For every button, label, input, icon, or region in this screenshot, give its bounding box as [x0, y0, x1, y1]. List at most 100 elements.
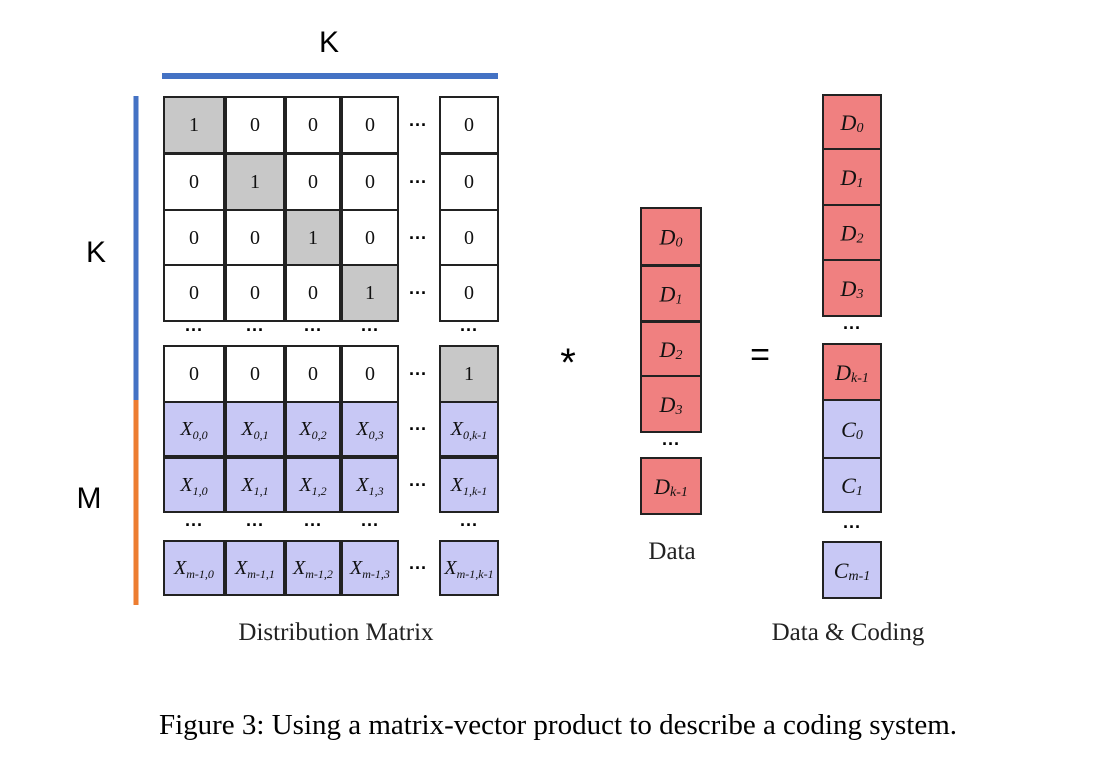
- coding-cell-symbol: Xm-1,3: [349, 557, 390, 581]
- result-data-cell: [822, 94, 882, 150]
- matrix-cell-value: 1: [308, 227, 318, 249]
- matrix-cell-value: 0: [464, 114, 474, 136]
- result-data-cell-symbol: D0: [840, 110, 864, 136]
- matrix-cell: [225, 209, 285, 267]
- data-cell-symbol: D0: [659, 224, 683, 250]
- coding-cell-symbol: Xm-1,0: [173, 557, 214, 581]
- matrix-cell-value: 0: [189, 363, 199, 385]
- coding-cell: [225, 401, 285, 457]
- coding-cell-symbol: X0,1: [240, 418, 268, 442]
- matrix-cell: [225, 264, 285, 322]
- column-ellipsis: ···: [185, 515, 203, 535]
- matrix-cell: [163, 345, 225, 403]
- data-cell: [640, 457, 702, 515]
- data-cell: [640, 207, 702, 266]
- matrix-cell: [225, 96, 285, 154]
- coding-cell: [439, 540, 499, 596]
- matrix-cell-value: 0: [250, 282, 260, 304]
- coding-caption: Data & Coding: [772, 619, 925, 646]
- matrix-cell-value: 0: [250, 363, 260, 385]
- coding-cell-symbol: X1,2: [298, 474, 326, 498]
- coding-cell: [341, 401, 399, 457]
- k-side-label: K: [86, 236, 106, 269]
- matrix-cell-value: 0: [464, 282, 474, 304]
- result-coding-cell: [822, 457, 882, 513]
- coding-cell-symbol: X1,1: [240, 474, 268, 498]
- coding-cell: [285, 401, 341, 457]
- matrix-cell-value: 0: [189, 227, 199, 249]
- figure-caption: Figure 3: Using a matrix-vector product …: [159, 709, 957, 741]
- row-ellipsis: ···: [409, 364, 427, 384]
- row-ellipsis: ···: [409, 419, 427, 439]
- coding-cell: [341, 540, 399, 596]
- matrix-cell-value: 0: [308, 114, 318, 136]
- coding-cell: [439, 401, 499, 457]
- matrix-cell: [439, 153, 499, 211]
- data-cell-symbol: D1: [659, 281, 683, 307]
- coding-cell: [163, 540, 225, 596]
- matrix-cell: [341, 153, 399, 211]
- row-ellipsis: ···: [409, 228, 427, 248]
- coding-cell: [163, 401, 225, 457]
- matrix-cell-value: 0: [464, 227, 474, 249]
- coding-cell: [285, 457, 341, 513]
- column-ellipsis: ···: [460, 320, 478, 340]
- matrix-cell-value: 0: [308, 282, 318, 304]
- result-data-cell: [822, 259, 882, 317]
- matrix-cell-value: 0: [365, 363, 375, 385]
- matrix-cell-value: 1: [189, 114, 199, 136]
- matrix-cell: [341, 264, 399, 322]
- matrix-cell: [163, 96, 225, 154]
- data-cell: [640, 375, 702, 433]
- matrix-cell-value: 0: [365, 171, 375, 193]
- data-cell-symbol: D2: [659, 337, 683, 363]
- equals-operator: =: [750, 336, 770, 374]
- matrix-cell-value: 1: [365, 282, 375, 304]
- result-data-cell: [822, 204, 882, 261]
- k-top-label: K: [319, 26, 339, 59]
- result-vector-ellipsis: ···: [843, 318, 861, 338]
- matrix-cell-value: 0: [189, 282, 199, 304]
- coding-cell-symbol: Xm-1,k-1: [443, 557, 493, 581]
- column-ellipsis: ···: [460, 515, 478, 535]
- matrix-cell: [163, 264, 225, 322]
- result-data-cell-symbol: Dk-1: [834, 360, 869, 386]
- result-data-cell-symbol: D3: [840, 276, 864, 302]
- column-ellipsis: ···: [361, 320, 379, 340]
- row-ellipsis: ···: [409, 283, 427, 303]
- result-vector-ellipsis: ···: [843, 517, 861, 537]
- data-vector-ellipsis: ···: [662, 434, 680, 454]
- matrix-cell: [285, 153, 341, 211]
- coding-cell-symbol: Xm-1,1: [234, 557, 275, 581]
- matrix-cell: [285, 345, 341, 403]
- matrix-cell-value: 0: [308, 171, 318, 193]
- data-cell: [640, 321, 702, 377]
- matrix-cell-value: 0: [365, 227, 375, 249]
- result-data-cell-symbol: D1: [840, 165, 864, 191]
- matrix-cell-value: 0: [189, 171, 199, 193]
- coding-cell: [285, 540, 341, 596]
- matrix-cell-value: 1: [464, 363, 474, 385]
- multiply-operator: *: [560, 341, 576, 385]
- coding-cell-symbol: X0,0: [179, 418, 207, 442]
- matrix-cell-value: 0: [464, 171, 474, 193]
- result-coding-cell: [822, 541, 882, 599]
- coding-cell-symbol: X1,0: [179, 474, 207, 498]
- column-ellipsis: ···: [185, 320, 203, 340]
- matrix-cell: [285, 96, 341, 154]
- data-caption: Data: [648, 538, 695, 565]
- coding-cell: [225, 540, 285, 596]
- data-cell-symbol: Dk-1: [653, 474, 688, 500]
- result-coding-cell-symbol: Cm-1: [834, 558, 870, 584]
- column-ellipsis: ···: [246, 320, 264, 340]
- coding-cell-symbol: Xm-1,2: [292, 557, 333, 581]
- row-ellipsis: ···: [409, 172, 427, 192]
- matrix-cell: [285, 264, 341, 322]
- coding-cell: [163, 457, 225, 513]
- data-cell-symbol: D3: [659, 392, 683, 418]
- column-ellipsis: ···: [304, 515, 322, 535]
- matrix-cell: [341, 345, 399, 403]
- coding-cell: [225, 457, 285, 513]
